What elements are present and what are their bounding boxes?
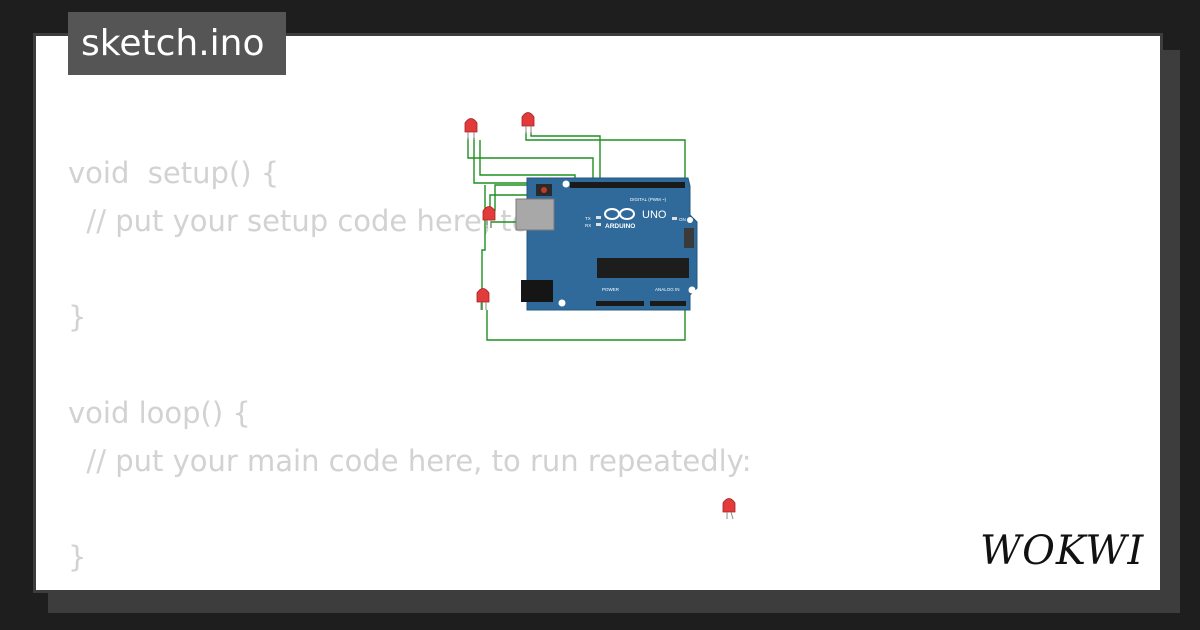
led-4[interactable] (476, 288, 490, 311)
led-1[interactable] (464, 118, 478, 141)
arduino-logo-icon (604, 208, 635, 220)
mounting-hole-2 (558, 299, 566, 307)
board-brand: ARDUINO (605, 223, 635, 230)
rx-led (596, 223, 601, 226)
analog-header (650, 301, 686, 306)
analog-label: ANALOG IN (655, 287, 680, 292)
code-line-7: // put your main code here, to run repea… (68, 444, 752, 478)
power-label: POWER (602, 287, 620, 292)
wokwi-logo-text: WOKWI (980, 528, 1144, 574)
digital-label: DIGITAL (PWM ~) (630, 197, 667, 202)
mounting-hole-1 (562, 180, 570, 188)
led-5[interactable] (722, 498, 736, 520)
code-line-9: } (68, 540, 87, 574)
power-header (596, 301, 644, 306)
usb-connector (515, 198, 555, 231)
wire-2[interactable] (473, 138, 598, 184)
mounting-hole-4 (687, 217, 693, 223)
led-3[interactable] (482, 206, 496, 229)
wokwi-logo: WOKWI (980, 528, 1144, 574)
on-led (672, 217, 677, 220)
mounting-hole-3 (688, 286, 696, 294)
file-tab[interactable]: sketch.ino (68, 12, 286, 75)
code-line-1: void setup() { (68, 156, 280, 190)
arduino-uno-board[interactable]: ARDUINO UNO DIGITAL (PWM ~) POWER ANALOG… (515, 177, 698, 311)
wire-1[interactable] (467, 138, 594, 185)
on-label: ON (679, 217, 686, 222)
digital-header (570, 182, 685, 188)
power-jack (521, 280, 553, 302)
wire-9[interactable] (486, 300, 686, 341)
icsp-header (684, 228, 694, 248)
tx-label: TX (585, 216, 591, 221)
atmega-chip (597, 258, 689, 278)
tx-led (596, 216, 601, 219)
code-line-4: } (68, 300, 87, 334)
board-model: UNO (642, 209, 667, 221)
file-tab-label: sketch.ino (81, 23, 265, 64)
code-line-6: void loop() { (68, 396, 251, 430)
reset-button-cap (541, 187, 547, 193)
rx-label: RX (585, 223, 591, 228)
led-2[interactable] (521, 112, 535, 135)
preview-card (33, 33, 1163, 593)
